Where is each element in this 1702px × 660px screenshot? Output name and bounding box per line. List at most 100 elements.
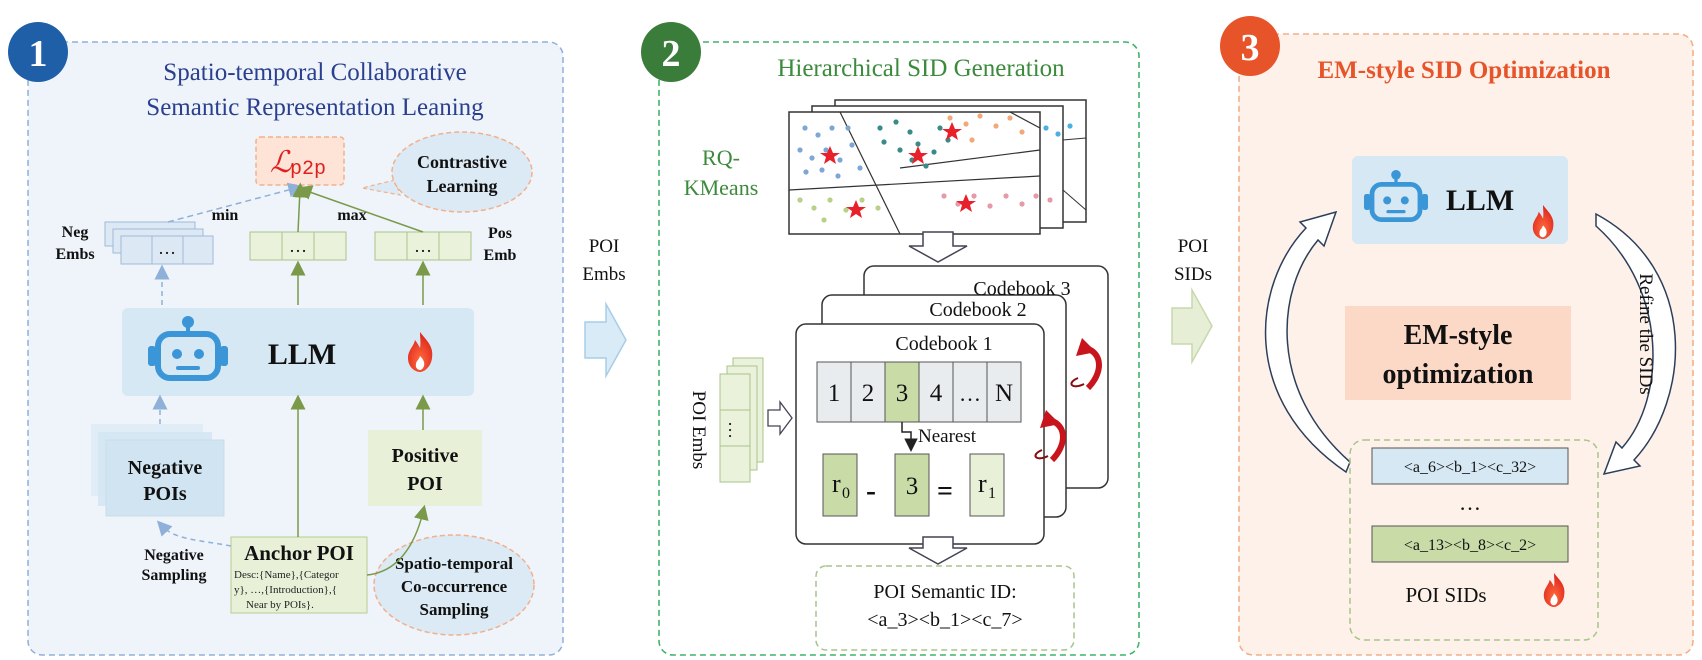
llm-label-panel3: LLM: [1446, 184, 1514, 217]
pos-emb-label-line2: Emb: [484, 247, 517, 264]
poi-embs-ellipsis: …: [725, 421, 745, 439]
panel-1-number: 1: [29, 33, 48, 75]
codebook-cell-2: 2: [862, 380, 875, 407]
anchor-desc-line3: Near by POIs}.: [246, 599, 314, 611]
sid-1: <a_6><b_1><c_32>: [1404, 459, 1536, 476]
connector-2-3-line1: POI: [1178, 236, 1209, 257]
negative-sampling-line2: Sampling: [142, 567, 207, 584]
st-sampling-line2: Co-occurrence: [401, 577, 508, 596]
llm-box-panel1: [122, 308, 474, 396]
nearest-arrow: [901, 422, 918, 452]
panel-3-title: EM-style SID Optimization: [1317, 57, 1610, 84]
panel-3-badge: [1220, 16, 1280, 76]
panel-2-badge: [641, 22, 701, 82]
r0-base: r: [832, 469, 841, 498]
r0-box: [822, 453, 858, 517]
semantic-id-box: [815, 565, 1075, 651]
right-arrow-embs: [767, 400, 793, 436]
panel-3: 3 EM-style SID Optimization LLM Refine t…: [1220, 16, 1694, 656]
nearest-label: Nearest: [918, 426, 977, 447]
codebook-cell-ellipsis: …: [959, 381, 981, 406]
rq-kmeans-line2: KMeans: [684, 175, 759, 200]
st-sampling-line3: Sampling: [420, 600, 489, 619]
codebook-1-label: Codebook 1: [895, 333, 992, 355]
poi-embs-vertical-label: POI Embs: [688, 391, 709, 470]
sid-2: <a_13><b_8><c_2>: [1404, 537, 1536, 554]
semantic-id-label: POI Semantic ID:: [873, 581, 1016, 603]
sid-row-1: [1371, 447, 1569, 485]
poi-sids-box: [1349, 439, 1599, 641]
neg-embs-label-line1: Neg: [62, 224, 89, 241]
positive-poi-line1: Positive: [392, 445, 459, 467]
cluster-planes: [788, 99, 1087, 235]
negative-pois-line1: Negative: [128, 457, 203, 479]
loss-symbol: ℒ: [270, 146, 293, 179]
codebook-3-label: Codebook 3: [973, 278, 1070, 300]
panel-3-number: 3: [1241, 27, 1260, 69]
arrow-2-3: [1171, 287, 1213, 365]
connector-2-3-line2: SIDs: [1174, 264, 1212, 285]
loss-subscript: p2p: [290, 158, 326, 181]
codebook-cell-n: N: [995, 380, 1013, 407]
codebook-cell-3: 3: [896, 380, 909, 407]
r1-base: r: [978, 469, 987, 498]
anchor-poi-title: Anchor POI: [244, 541, 354, 565]
semantic-id-value: <a_3><b_1><c_7>: [867, 609, 1022, 631]
residual-loop-arrows: [1034, 338, 1102, 463]
anchor-desc-line1: Desc:{Name},{Categor: [234, 569, 339, 581]
minus-sign: -: [866, 474, 876, 507]
connector-1-2: POI Embs: [582, 236, 627, 379]
negative-pois-line2: POIs: [143, 483, 187, 505]
connector-1-2-line1: POI: [589, 236, 620, 257]
equals-sign: =: [937, 476, 953, 507]
anchor-emb-ellipsis: …: [289, 236, 307, 256]
rq-kmeans-line1: RQ-: [702, 145, 740, 170]
arrow-1-2: [584, 301, 627, 379]
pos-emb-ellipsis: …: [414, 236, 432, 256]
st-sampling-line1: Spatio-temporal: [395, 554, 513, 573]
loop-arrow-left: [1264, 210, 1351, 474]
panel-2-title: Hierarchical SID Generation: [777, 55, 1065, 82]
connector-2-3: POI SIDs: [1171, 236, 1213, 365]
min-label: min: [212, 207, 239, 224]
contrastive-line2: Learning: [426, 176, 497, 196]
panel-1-title-line1: Spatio-temporal Collaborative: [163, 59, 466, 86]
positive-poi-box: [368, 430, 482, 506]
codebook-2-label: Codebook 2: [929, 299, 1026, 321]
neg-embs-stack: …: [104, 221, 214, 265]
em-style-line1: EM-style: [1404, 320, 1513, 351]
poi-embs-stack: …: [719, 357, 764, 483]
panel-1-title-line2: Semantic Representation Leaning: [146, 94, 484, 121]
panel-1: 1 Spatio-temporal Collaborative Semantic…: [8, 22, 564, 656]
llm-box-panel3: [1352, 156, 1568, 244]
neg-embs-ellipsis: …: [158, 238, 176, 258]
contrastive-line1: Contrastive: [417, 152, 507, 172]
panel-1-badge: [8, 22, 68, 82]
pos-emb-label-line1: Pos: [488, 225, 512, 242]
selected-code-box: [894, 453, 930, 517]
sid-row-2: [1371, 525, 1569, 563]
panel-2-number: 2: [662, 33, 681, 75]
poi-sids-label: POI SIDs: [1405, 583, 1486, 607]
anchor-emb-box: …: [249, 231, 347, 261]
positive-poi-line2: POI: [407, 473, 443, 495]
max-label: max: [337, 207, 366, 224]
pos-emb-box: …: [374, 231, 472, 261]
panel-2: 2 Hierarchical SID Generation RQ- KMeans: [641, 22, 1140, 656]
selected-code-value: 3: [906, 473, 919, 500]
anchor-poi-box: [230, 536, 368, 614]
sid-ellipsis: …: [1459, 490, 1481, 515]
codebook-cells: 1 2 3 4 … N: [816, 361, 1022, 423]
down-arrow-2: [908, 536, 968, 565]
r1-box: [969, 453, 1005, 517]
st-sampling-bubble: [373, 534, 535, 636]
negative-pois-stack: [91, 424, 225, 517]
em-style-box: [1345, 306, 1571, 400]
neg-embs-label-line2: Embs: [55, 246, 94, 263]
codebook-cell-4: 4: [930, 380, 943, 407]
codebook-cell-1: 1: [828, 380, 841, 407]
em-style-line2: optimization: [1383, 359, 1534, 390]
down-arrow-1: [908, 231, 968, 263]
anchor-desc-line2: y}, …,{Introduction},{: [234, 584, 337, 596]
